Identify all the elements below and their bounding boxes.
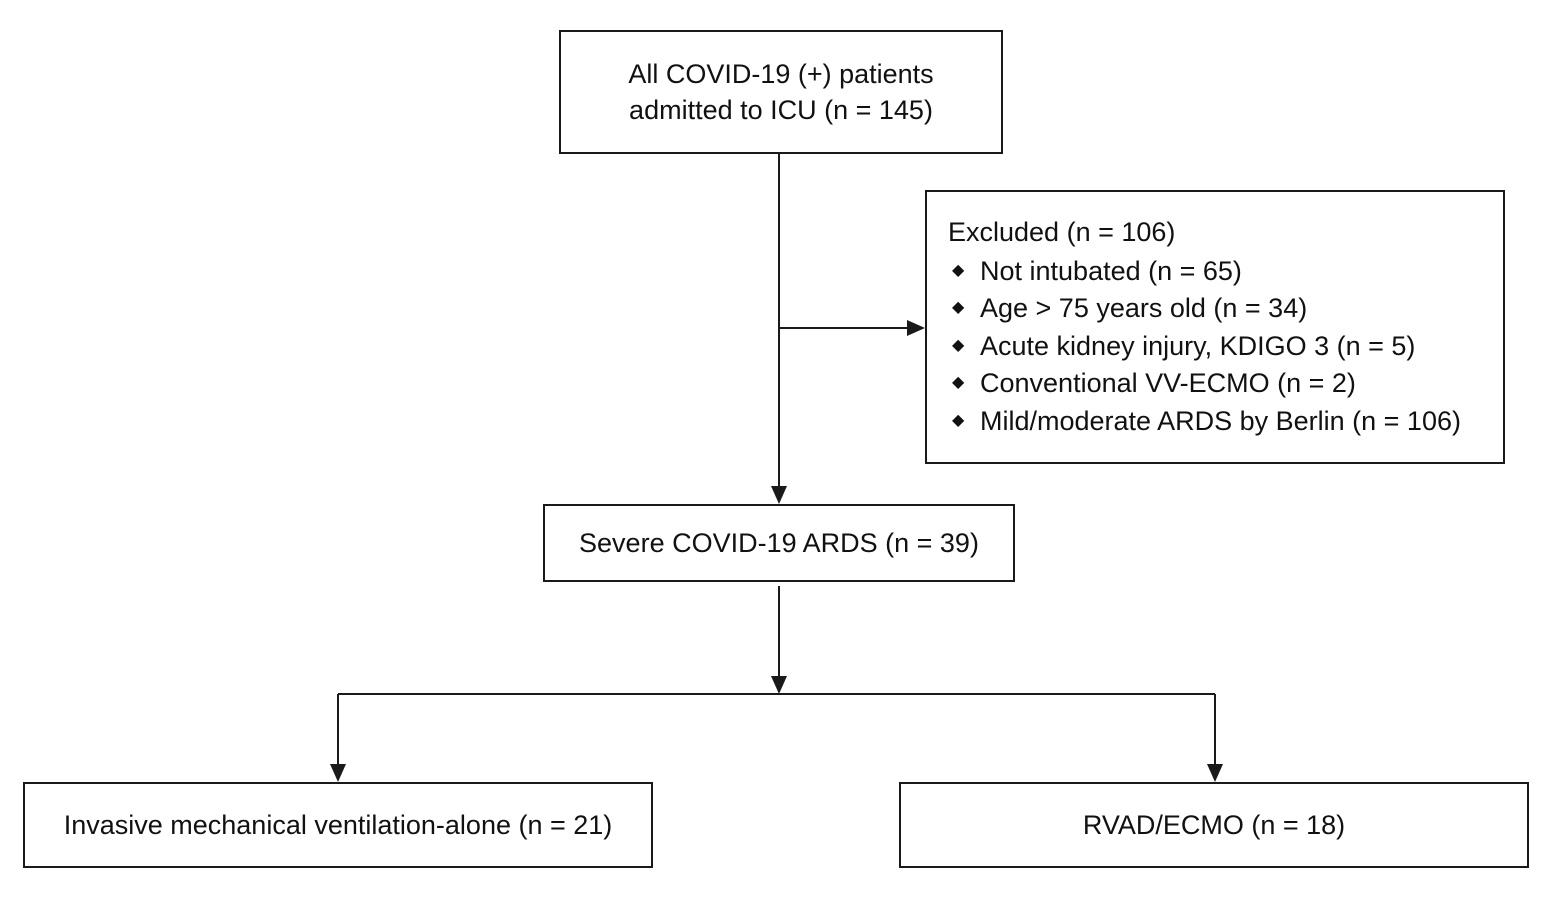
diamond-bullet-icon: ◆: [952, 261, 965, 279]
excluded-item-label: Not intubated (n = 65): [980, 255, 1242, 286]
rvad-ecmo-box: RVAD/ECMO (n = 18): [899, 782, 1529, 868]
excluded-box: Excluded (n = 106) ◆ Not intubated (n = …: [925, 190, 1505, 464]
excluded-item-label: Conventional VV-ECMO (n = 2): [980, 368, 1356, 399]
excluded-item-label: Age > 75 years old (n = 34): [980, 293, 1308, 324]
excluded-item: ◆ Conventional VV-ECMO (n = 2): [948, 365, 1503, 403]
all-patients-line2: admitted to ICU (n = 145): [629, 95, 933, 125]
excluded-item: ◆ Acute kidney injury, KDIGO 3 (n = 5): [948, 327, 1503, 365]
excluded-item: ◆ Not intubated (n = 65): [948, 252, 1503, 290]
arrowhead-to-excluded: [907, 320, 925, 336]
severe-ards-box: Severe COVID-19 ARDS (n = 39): [543, 504, 1015, 582]
excluded-item: ◆ Mild/moderate ARDS by Berlin (n = 106): [948, 402, 1503, 440]
diamond-bullet-icon: ◆: [952, 299, 965, 317]
rvad-ecmo-label: RVAD/ECMO (n = 18): [1082, 810, 1346, 840]
diamond-bullet-icon: ◆: [952, 374, 965, 392]
all-patients-box: All COVID-19 (+) patients admitted to IC…: [559, 30, 1003, 154]
all-patients-line1: All COVID-19 (+) patients: [628, 59, 934, 89]
arrowhead-to-rvad: [1207, 764, 1223, 782]
imv-alone-box: Invasive mechanical ventilation-alone (n…: [23, 782, 653, 868]
severe-ards-label: Severe COVID-19 ARDS (n = 39): [579, 528, 979, 558]
imv-alone-label: Invasive mechanical ventilation-alone (n…: [63, 810, 613, 840]
excluded-item-label: Acute kidney injury, KDIGO 3 (n = 5): [980, 330, 1416, 361]
excluded-title: Excluded (n = 106): [948, 217, 1176, 247]
arrowhead-to-severe: [771, 486, 787, 504]
excluded-item: ◆ Age > 75 years old (n = 34): [948, 290, 1503, 328]
excluded-list: ◆ Not intubated (n = 65) ◆ Age > 75 year…: [948, 252, 1503, 440]
excluded-item-label: Mild/moderate ARDS by Berlin (n = 106): [980, 405, 1461, 436]
arrowhead-severe-down: [771, 676, 787, 694]
diamond-bullet-icon: ◆: [952, 411, 965, 429]
arrowhead-to-imv: [330, 764, 346, 782]
diamond-bullet-icon: ◆: [952, 336, 965, 354]
